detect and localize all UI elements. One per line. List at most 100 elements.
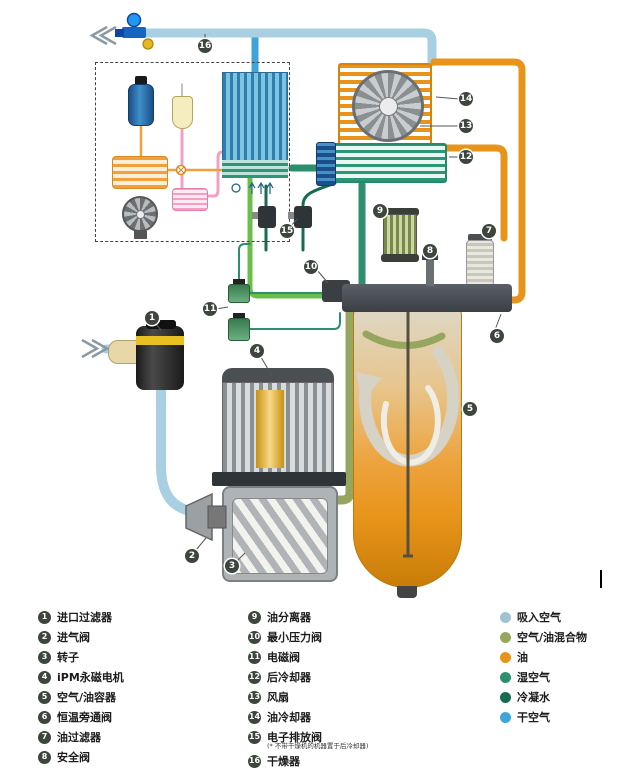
motor-top-cap [222, 368, 334, 384]
legend-badge-8: 8 [38, 750, 51, 764]
legend-item-11: 11 电磁阀 [248, 650, 368, 664]
legend-label-1: 进口过滤器 [57, 611, 112, 624]
legend-badge-1: 1 [38, 610, 51, 624]
intake-valve [185, 492, 227, 542]
legend-badge-3: 3 [38, 650, 51, 664]
flow-dot-suction-air [500, 611, 511, 623]
solenoid-valve-2 [228, 318, 250, 341]
solenoid-valve-1 [228, 284, 250, 303]
legend-flow-suction: 吸入空气 [500, 610, 587, 624]
legend-item-1: 1 进口过滤器 [38, 610, 124, 624]
flow-label-suction-air: 吸入空气 [517, 611, 561, 624]
badge-1: 1 [145, 311, 159, 325]
badge-13: 13 [459, 119, 473, 133]
legend-badge-14: 14 [248, 710, 261, 724]
legend-item-8: 8 安全阀 [38, 750, 124, 764]
legend-badge-7: 7 [38, 730, 51, 744]
inlet-filter-band [136, 336, 184, 345]
vessel-manifold [342, 284, 512, 312]
oil-filter [466, 240, 494, 286]
legend-label-2: 进气阀 [57, 631, 90, 644]
flow-dot-air-oil-mixture [500, 631, 511, 643]
electronic-drain-valve-1 [258, 206, 276, 228]
legend-badge-13: 13 [248, 690, 261, 704]
motor-base-plate [212, 472, 346, 486]
flow-dot-condensate [500, 691, 511, 703]
badge-9: 9 [373, 204, 387, 218]
dryer-pink-coil [172, 188, 208, 211]
solenoid-line-3 [238, 243, 251, 284]
legend-badge-9: 9 [248, 610, 261, 624]
legend-item-16: 16 干燥器 [248, 754, 368, 768]
legend-badge-6: 6 [38, 710, 51, 724]
stray-mark [600, 570, 602, 588]
legend-item-14: 14 油冷却器 [248, 710, 368, 724]
air-out-arrows-icon [89, 25, 117, 46]
legend-badge-11: 11 [248, 650, 261, 664]
legend-badge-16: 16 [248, 754, 261, 768]
dryer-fan [122, 196, 158, 232]
legend-badge-15: 15 [248, 730, 261, 744]
legend-label-10: 最小压力阀 [267, 631, 322, 644]
legend-item-4: 4 iPM永磁电机 [38, 670, 124, 684]
flow-dot-dry-air [500, 711, 511, 723]
flow-label-condensate: 冷凝水 [517, 691, 550, 704]
flow-label-dry-air: 干空气 [517, 711, 550, 724]
legend-label-16: 干燥器 [267, 755, 300, 768]
aftercooler [330, 143, 447, 183]
legend-label-11: 电磁阀 [267, 651, 300, 664]
legend-item-3: 3 转子 [38, 650, 124, 664]
legend-flow-condensate: 冷凝水 [500, 690, 587, 704]
refrigerant-accumulator-tank [128, 84, 154, 126]
badge-16: 16 [198, 39, 212, 53]
oil-separator-cap-top [381, 208, 419, 216]
motor-rotor-core [256, 390, 284, 468]
badge-8: 8 [423, 244, 437, 258]
air-in-arrows-icon [81, 338, 110, 359]
legend-label-3: 转子 [57, 651, 79, 664]
legend-badge-4: 4 [38, 670, 51, 684]
badge-2: 2 [185, 549, 199, 563]
oil-separator-cap-bottom [381, 254, 419, 262]
legend-label-15: 电子排放阀 [267, 731, 322, 744]
solenoid-valve-2-coil [233, 313, 245, 320]
legend-label-4: iPM永磁电机 [57, 671, 124, 684]
badge-4: 4 [250, 344, 264, 358]
legend-label-9: 油分离器 [267, 611, 311, 624]
dryer-fan-hub [136, 210, 145, 219]
legend-flow-oil: 油 [500, 650, 587, 664]
screw-rotor [232, 498, 328, 574]
legend-flow-wet-air: 湿空气 [500, 670, 587, 684]
legend-item-13: 13 风扇 [248, 690, 368, 704]
badge-14: 14 [459, 92, 473, 106]
air-oil-vessel [353, 305, 462, 588]
control-module [316, 142, 336, 186]
badge-6: 6 [490, 329, 504, 343]
legend-label-13: 风扇 [267, 691, 289, 704]
legend-label-14: 油冷却器 [267, 711, 311, 724]
flow-label-air-oil-mixture: 空气/油混合物 [517, 631, 588, 644]
badge-10: 10 [304, 260, 318, 274]
legend-flow-mixture: 空气/油混合物 [500, 630, 587, 644]
badge-3: 3 [225, 559, 239, 573]
legend-label-5: 空气/油容器 [57, 691, 117, 704]
legend-label-8: 安全阀 [57, 751, 90, 764]
legend-badge-12: 12 [248, 670, 261, 684]
oil-separator [383, 214, 417, 256]
legend-item-9: 9 油分离器 [248, 610, 368, 624]
electronic-drain-valve-2 [294, 206, 312, 228]
badge-12: 12 [459, 150, 473, 164]
condensate-pipe-2a [301, 181, 337, 207]
legend-flow-dry-air: 干空气 [500, 710, 587, 724]
dryer-fan-stand [134, 231, 147, 239]
legend-item-15: 15 电子排放阀 [248, 730, 368, 744]
safety-valve [426, 258, 434, 286]
legend-column-flows: 吸入空气 空气/油混合物 油 湿空气 冷凝水 干空气 [500, 610, 587, 730]
legend-label-7: 油过滤器 [57, 731, 101, 744]
legend-label-12: 后冷却器 [267, 671, 311, 684]
